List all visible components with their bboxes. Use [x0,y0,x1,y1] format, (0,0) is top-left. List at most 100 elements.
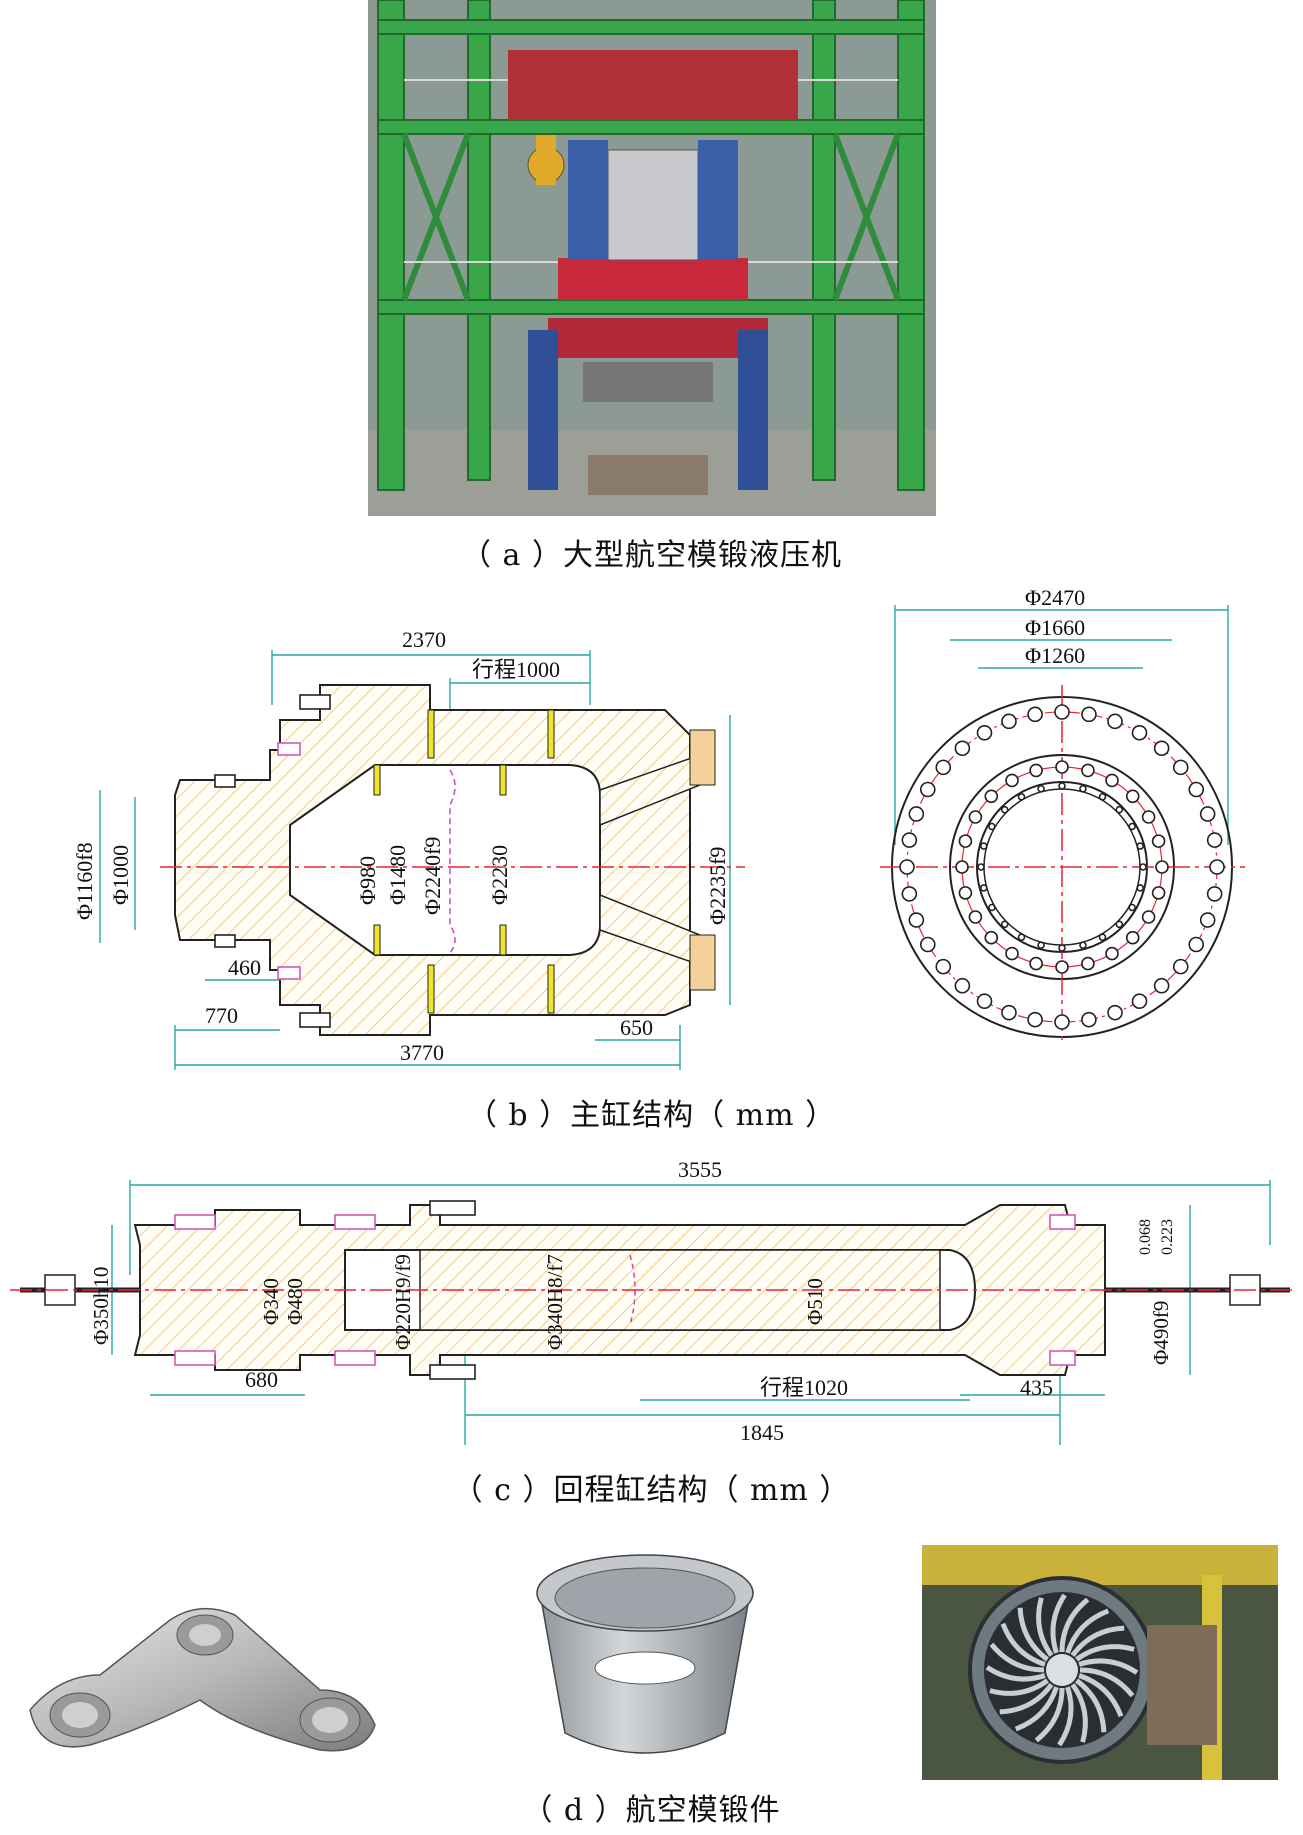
fan-blade [1079,1667,1135,1698]
tol-upper: 0.068 [1137,1219,1154,1255]
fan-blade [989,1642,1045,1673]
bolt-hole [1027,706,1043,723]
bolt-hole [1081,763,1095,778]
bolt-hole [976,993,993,1010]
forging-bracket-image [20,1580,390,1760]
bolt-hole [1155,860,1169,874]
bolt-hole [919,781,936,798]
dim-stroke-1000: 行程1000 [472,657,560,682]
bolt-hole [1005,773,1019,788]
fan-blade [1017,1607,1049,1662]
bolt-hole [1000,920,1009,929]
fan-blade [1059,1597,1090,1653]
dim-3770: 3770 [400,1040,444,1065]
return-cylinder-drawing: 3555 680 行程1020 435 1845 Φ350h10 Φ340 Φ4… [10,1157,1295,1445]
bolt-hole [1136,842,1145,850]
bolt-hole [1199,912,1216,928]
bolt-hole [976,724,993,741]
dim-d1660: Φ1660 [1025,615,1085,640]
bolt-hole [1081,956,1095,971]
bolt-hole [1017,793,1026,801]
dim-d490f9: Φ490f9 [1149,1301,1173,1365]
bolt-hole [1054,1014,1070,1030]
return-cylinder-diameter-labels: Φ350h10 Φ340 Φ480 Φ220H9/f9 Φ340H8/f7 Φ5… [89,1219,1176,1365]
bolt-hole [1107,713,1123,730]
bolt-hole [1029,763,1043,778]
bolt-hole [1000,805,1009,814]
dim-d1160f8: Φ1160f8 [72,842,97,920]
dim-d350h10: Φ350h10 [89,1267,113,1345]
bolt-hole [1188,936,1205,953]
fan-blade [1050,1593,1067,1654]
bolt-hole [935,759,952,776]
dim-stroke-1020: 行程1020 [760,1375,848,1400]
bolt-hole [1098,793,1107,801]
dim-d480: Φ480 [283,1278,307,1325]
fan-blade [1014,1686,1059,1732]
caption-c: （ c ）回程缸结构（ mm ） [452,1473,851,1508]
bolt-hole [984,930,999,945]
bolt-hole [1055,760,1069,774]
bolt-hole [1141,810,1156,824]
dim-d1000: Φ1000 [108,845,133,905]
bolt-hole [1037,784,1045,793]
bolt-hole [1001,1004,1017,1021]
bolt-hole [1058,782,1066,790]
bolt-hole [954,740,971,757]
bolt-hole [979,884,988,892]
bolt-hole [958,834,973,848]
bolt-hole [968,910,983,924]
dim-d2240f9: Φ2240f9 [420,837,445,915]
fan-blade [1070,1625,1125,1657]
bolt-hole [1131,993,1148,1010]
bolt-hole [1141,910,1156,924]
bolt-hole [1131,724,1148,741]
bolt-hole [899,859,915,875]
bolt-hole [1139,863,1147,871]
bolt-hole [1105,946,1119,961]
bolt-hole [988,822,996,831]
bolt-hole [1037,941,1045,950]
main-cylinder-drawing: 2370 行程1000 3770 770 650 460 460 Φ1160f8… [72,585,1245,1070]
dim-680: 680 [245,1367,278,1392]
bolt-hole [1081,1011,1097,1028]
bolt-hole [979,842,988,850]
bolt-hole [1151,886,1166,900]
bolt-hole [984,789,999,804]
bolt-hole [901,886,918,902]
bolt-hole [1172,958,1189,975]
bolt-hole [1058,944,1066,952]
bolt-hole [1151,834,1166,848]
caption-b: （ b ）主缸结构（ mm ） [466,1098,837,1133]
dim-2370: 2370 [402,627,446,652]
bolt-hole [1206,886,1223,902]
dim-435: 435 [1020,1375,1053,1400]
fan-blade [1078,1673,1124,1718]
fan-blade [1075,1644,1135,1662]
bolt-hole [901,832,918,848]
bolt-hole [1029,956,1043,971]
bolt-hole [1136,884,1145,892]
bolt-hole [1027,1011,1043,1028]
dim-3555: 3555 [678,1157,722,1182]
dim-650: 650 [620,1015,653,1040]
bolt-hole [977,863,985,871]
bolt-hole [1079,784,1087,793]
end-view-bolts [899,704,1225,1030]
bolt-hole [1001,713,1017,730]
dim-d2470: Φ2470 [1025,585,1085,610]
bolt-hole [1107,1004,1123,1021]
hydraulic-press-illustration [368,0,936,516]
bolt-hole [1055,960,1069,974]
main-cylinder-diameter-labels: Φ1160f8 Φ1000 Φ980 Φ1480 Φ2240f9 Φ2230 Φ… [72,837,730,925]
bolt-hole [919,936,936,953]
hydraulic-press-photo [368,0,936,516]
dim-d980: Φ980 [355,856,380,905]
forging-wheel-image [520,1548,770,1783]
fan-blade [1065,1608,1110,1654]
dim-d220-fit: Φ220H9/f9 [391,1254,415,1350]
dim-d1480: Φ1480 [385,845,410,905]
fan-blade [1070,1683,1088,1743]
dim-d2230: Φ2230 [487,845,512,905]
bolt-hole [954,977,971,994]
